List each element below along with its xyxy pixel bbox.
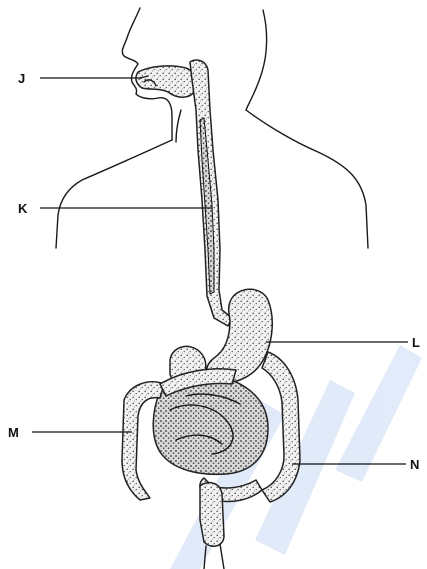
label-j: J	[18, 71, 25, 86]
label-n: N	[410, 457, 419, 472]
label-l: L	[412, 335, 420, 350]
label-k: K	[18, 201, 28, 216]
mouth	[136, 66, 196, 97]
label-m: M	[8, 425, 19, 440]
esophagus	[190, 60, 232, 326]
